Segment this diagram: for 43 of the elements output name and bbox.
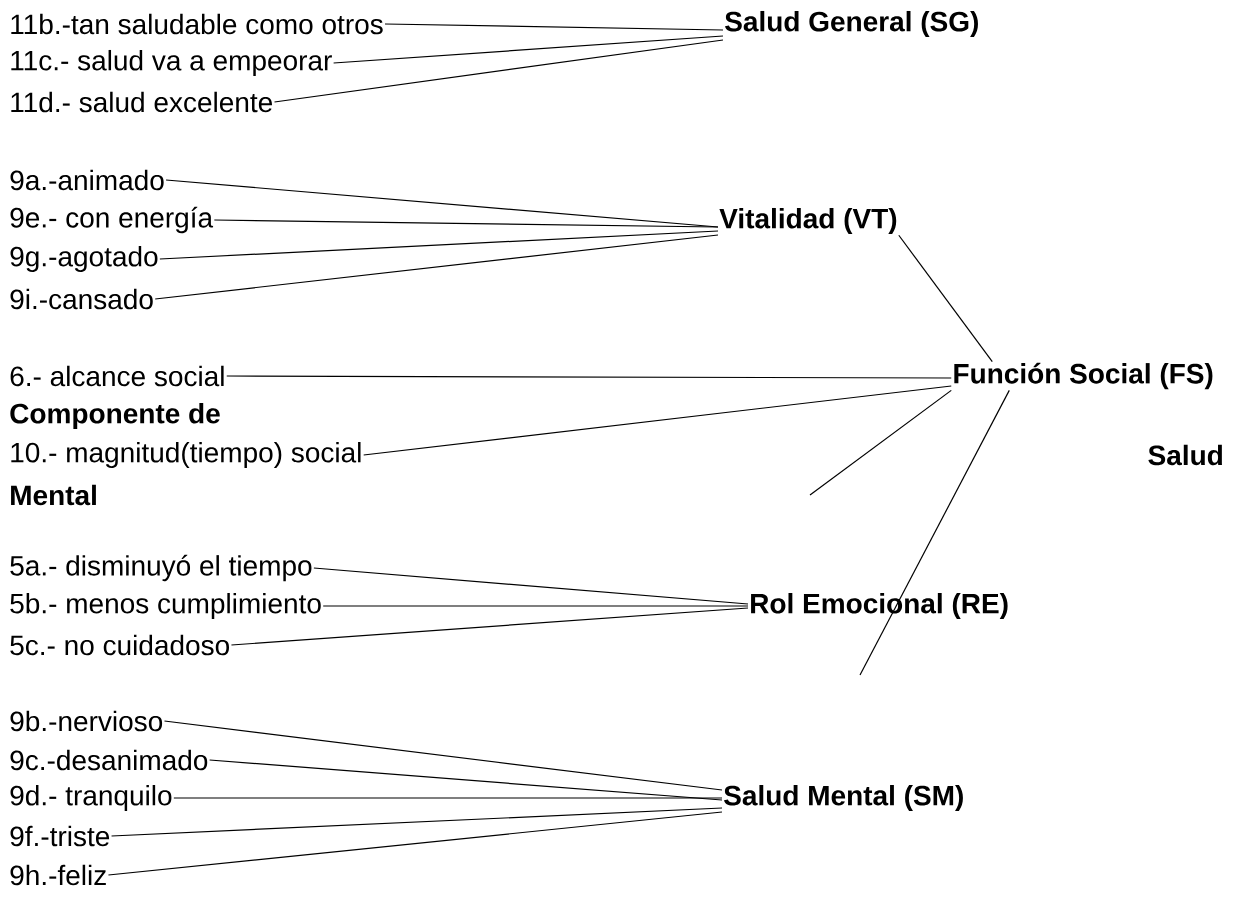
connector-line <box>898 234 993 363</box>
connector-line <box>273 39 724 103</box>
item-label: 11c.- salud va a empeorar <box>11 49 332 77</box>
connector-line <box>809 389 952 496</box>
item-label: 5c.- no cuidadoso <box>10 634 229 656</box>
connector-line <box>209 759 723 801</box>
scale-label: Salud Mental (SM) <box>724 784 963 812</box>
item-label: 11d.- salud excelente <box>11 91 272 113</box>
connector-line <box>173 797 723 799</box>
item-label: 10.- magnitud(tiempo) social <box>11 441 361 469</box>
connector-line <box>163 720 723 791</box>
connector-line <box>363 385 952 456</box>
connector-line <box>313 567 749 605</box>
connector-line <box>859 389 1010 676</box>
item-label: 9b.-nervioso <box>10 710 163 732</box>
connector-line <box>230 607 749 646</box>
item-label: 5b.- menos cumplimiento <box>10 592 321 620</box>
connector-line <box>322 605 749 607</box>
connector-line <box>110 807 723 837</box>
connector-line <box>333 35 724 64</box>
connector-line <box>384 23 724 31</box>
connector-line <box>213 219 719 228</box>
item-label: 9g.-agotado <box>10 245 158 273</box>
heading-label: Mental <box>11 484 96 506</box>
item-label: 11b.-tan saludable como otros <box>11 13 383 35</box>
scale-label: Salud General (SG) <box>725 10 978 38</box>
connector-line <box>107 811 723 876</box>
heading-label: Salud <box>1148 444 1222 466</box>
item-label: 9h.-feliz <box>10 864 106 886</box>
item-label: 6.- alcance social <box>10 365 224 387</box>
scale-label: Vitalidad (VT) <box>719 207 897 235</box>
item-label: 5a.- disminuyó el tiempo <box>10 554 312 582</box>
item-label: 9c.-desanimado <box>10 749 208 771</box>
connector-line <box>159 230 719 260</box>
connector-line <box>226 375 952 379</box>
item-label: 9i.-cansado <box>10 288 153 310</box>
heading-label: Componente de <box>10 402 220 430</box>
item-label: 9f.-triste <box>10 825 110 847</box>
item-label: 9e.- con energía <box>10 206 214 234</box>
item-label: 9a.-animado <box>10 169 164 191</box>
connector-line <box>154 234 719 300</box>
scale-label: Función Social (FS) <box>954 362 1213 390</box>
item-label: 9d.- tranquilo <box>10 784 172 812</box>
